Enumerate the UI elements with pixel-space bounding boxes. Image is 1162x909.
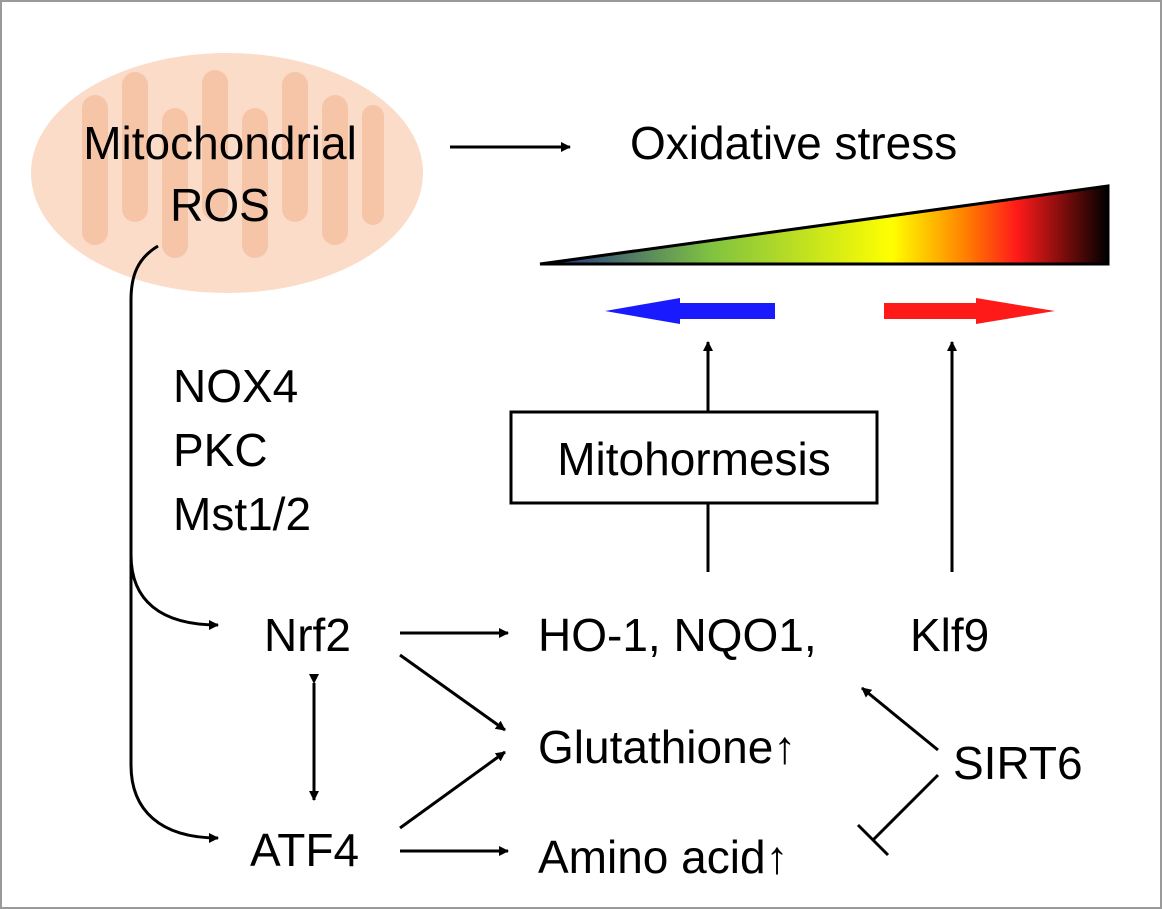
amino-acid-label: Amino acid↑ bbox=[538, 831, 789, 883]
arrow-atf4-to-glutathione bbox=[399, 750, 506, 830]
inhibit-sirt6-to-amino-acid bbox=[871, 773, 940, 842]
glutathione-label: Glutathione↑ bbox=[538, 721, 797, 773]
arrow-sirt6-to-ho1 bbox=[861, 686, 939, 752]
pkc-label: PKC bbox=[173, 424, 268, 476]
nrf2-label: Nrf2 bbox=[264, 609, 351, 661]
mitochondrion-icon bbox=[31, 53, 423, 293]
oxidative-stress-label: Oxidative stress bbox=[630, 117, 958, 169]
inhibit-bar bbox=[856, 823, 890, 857]
mitohormesis-label: Mitohormesis bbox=[557, 433, 831, 485]
mito-label-line2: ROS bbox=[170, 179, 270, 231]
klf9-label: Klf9 bbox=[910, 609, 990, 661]
atf4-label: ATF4 bbox=[250, 824, 360, 876]
mitohormesis-box bbox=[509, 410, 879, 505]
stress-gradient-triangle bbox=[539, 184, 1110, 266]
mst12-label: Mst1/2 bbox=[173, 488, 312, 540]
sirt6-label: SIRT6 bbox=[953, 737, 1083, 789]
mito-label-line1: Mitochondrial bbox=[83, 117, 357, 169]
arrow-nrf2-to-glutathione bbox=[399, 653, 506, 732]
nox4-label: NOX4 bbox=[173, 360, 299, 412]
red-right-arrow-icon bbox=[884, 298, 1055, 324]
blue-left-arrow-icon bbox=[605, 298, 775, 324]
arrow-ros-to-atf4 bbox=[129, 555, 219, 843]
ho1-nqo1-label: HO-1, NQO1, bbox=[538, 609, 817, 661]
